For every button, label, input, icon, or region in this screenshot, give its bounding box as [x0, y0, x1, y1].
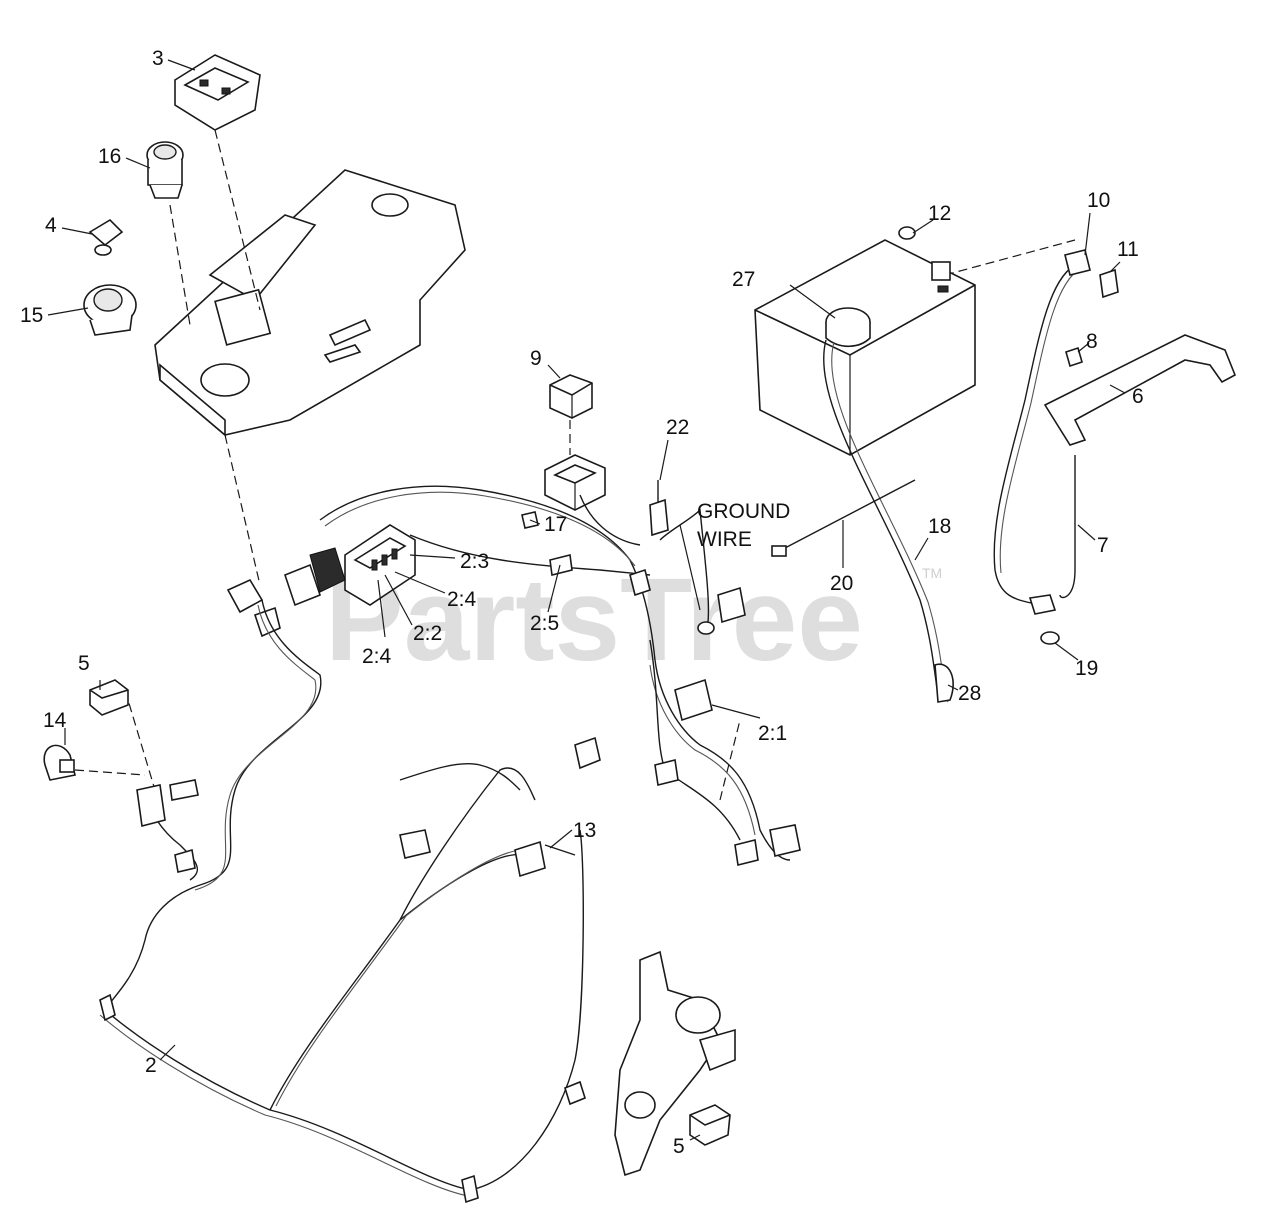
- assembly-line-harness: [224, 434, 261, 586]
- ground-wire-label-line2: WIRE: [697, 528, 752, 551]
- callout-2-1: 2:1: [758, 722, 787, 745]
- key-icon: [88, 218, 124, 256]
- assembly-line-16: [169, 204, 191, 326]
- callout-2-5: 2:5: [530, 612, 559, 635]
- callout-16: 16: [98, 145, 121, 168]
- callout-17: 17: [544, 513, 567, 536]
- callout-2: 2: [145, 1054, 157, 1077]
- switch-b-icon: [689, 1104, 731, 1146]
- pto-bracket-icon: [614, 950, 736, 1177]
- cable-tie-icon: [544, 844, 576, 856]
- callout-19: 19: [1075, 657, 1098, 680]
- callout-3: 3: [152, 47, 164, 70]
- callout-8: 8: [1086, 330, 1098, 353]
- callout-18: 18: [928, 515, 951, 538]
- seat-switch-icon: [43, 744, 76, 781]
- watermark-trademark: TM: [922, 565, 942, 581]
- fuse-block-icon: [344, 524, 416, 606]
- wire-harness: [99, 485, 791, 1197]
- j-bolt-icon: [1059, 455, 1076, 599]
- connector-icon: [284, 547, 346, 607]
- wing-nut-icon: [1065, 346, 1083, 368]
- callout-14: 14: [43, 709, 67, 732]
- leader-lines: [47, 59, 1126, 1141]
- callout-6: 6: [1132, 385, 1144, 408]
- callout-10: 10: [1087, 189, 1110, 212]
- callout-5-lower: 5: [673, 1135, 685, 1158]
- assembly-line-3: [214, 129, 261, 311]
- control-panel: [154, 169, 466, 437]
- callout-5-upper: 5: [78, 652, 90, 675]
- callout-27: 27: [732, 268, 755, 291]
- callout-20: 20: [830, 572, 853, 595]
- assembly-line-10: [944, 239, 1076, 276]
- callout-22: 22: [666, 416, 689, 439]
- callout-2-2: 2:2: [413, 622, 442, 645]
- cable-tie-20-icon: [771, 479, 916, 557]
- switch-knob-icon: [146, 141, 184, 199]
- nut-icon: [898, 226, 916, 240]
- callout-2-4-left: 2:4: [362, 645, 392, 668]
- ignition-switch-icon: [83, 284, 137, 336]
- harness-clips: [99, 554, 801, 1204]
- ground-terminal-icon: [649, 480, 669, 537]
- callout-4: 4: [45, 214, 57, 237]
- battery-cable-black-icon: [993, 249, 1091, 615]
- relay-socket-icon: [544, 454, 606, 511]
- washer-icon: [1040, 631, 1060, 645]
- callout-2-4-right: 2:4: [447, 588, 477, 611]
- switch-a-icon: [89, 679, 129, 716]
- callout-labels: 3 16 4 15 9 22 17 2:3 2:4 2:2 2:4 2:5 27…: [20, 47, 1144, 1158]
- callout-15: 15: [20, 304, 43, 327]
- callout-13: 13: [573, 819, 596, 842]
- battery-cable-red-icon: [822, 339, 954, 703]
- battery-bracket-icon: [1043, 334, 1237, 446]
- callout-12: 12: [928, 202, 951, 225]
- hour-meter-icon: [174, 54, 261, 131]
- callout-28: 28: [958, 682, 981, 705]
- ground-wire-label-line1: GROUND: [697, 500, 790, 523]
- callout-9: 9: [530, 347, 542, 370]
- bolt-icon: [1099, 268, 1119, 299]
- callout-2-3: 2:3: [460, 550, 489, 573]
- assembly-line-14: [74, 769, 146, 776]
- assembly-line-5a: [124, 689, 156, 791]
- callout-7: 7: [1097, 534, 1109, 557]
- battery-icon: [754, 239, 976, 456]
- relay-icon: [549, 374, 593, 419]
- callout-11: 11: [1117, 238, 1139, 261]
